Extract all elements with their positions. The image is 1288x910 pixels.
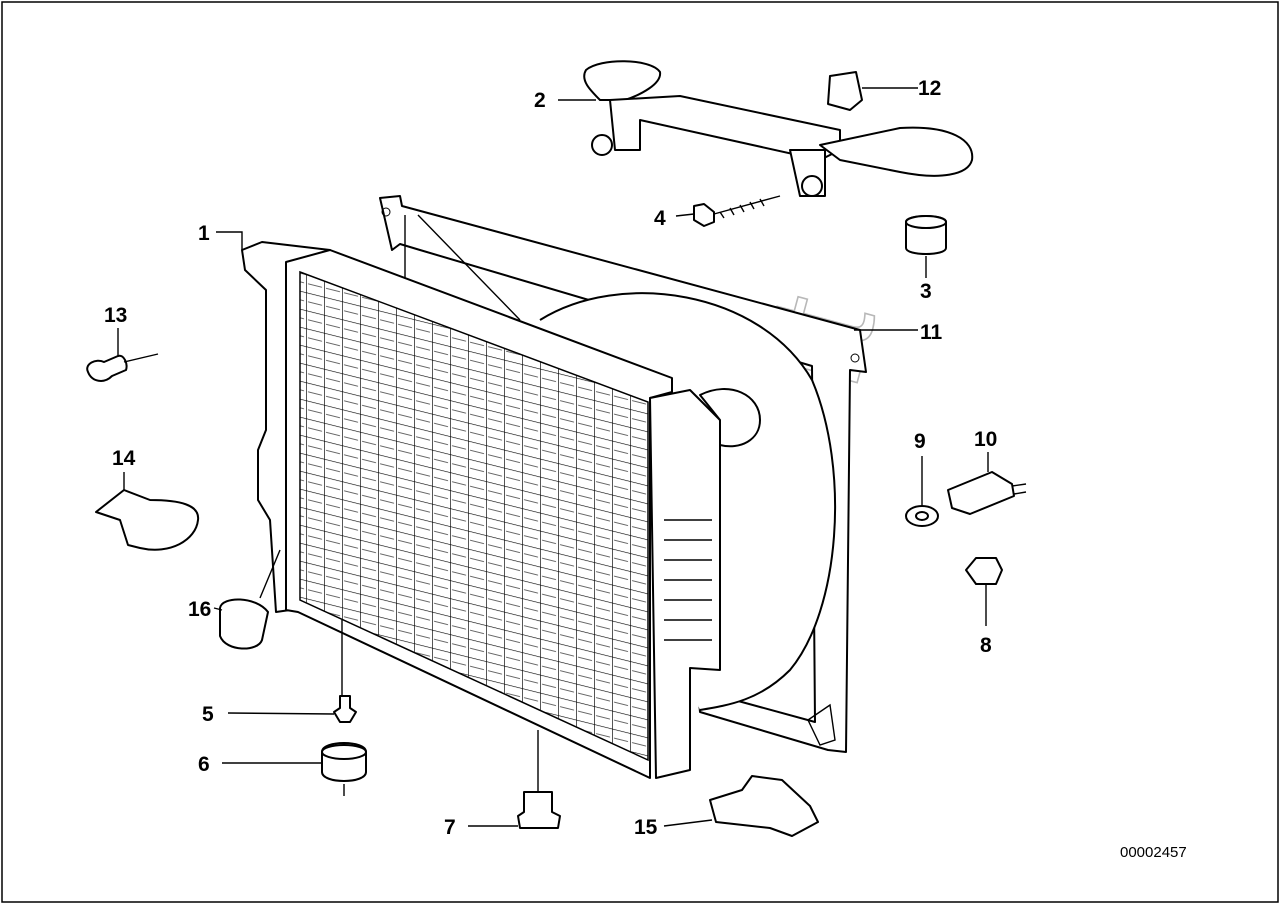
callout-9: 9 bbox=[914, 430, 926, 453]
grommet-6 bbox=[321, 742, 367, 782]
leader-lines bbox=[117, 87, 989, 827]
callout-7: 7 bbox=[444, 816, 456, 839]
callout-2: 2 bbox=[534, 89, 546, 112]
screw-plug-8 bbox=[965, 557, 1003, 585]
rivet-13 bbox=[86, 353, 159, 382]
temp-switch-10 bbox=[947, 471, 1027, 515]
upper-bracket bbox=[583, 60, 974, 197]
callout-3: 3 bbox=[920, 280, 932, 303]
drain-plug-7 bbox=[517, 791, 561, 829]
document-number: 00002457 bbox=[1120, 844, 1187, 861]
bolt-4 bbox=[693, 195, 781, 227]
callout-4: 4 bbox=[654, 207, 666, 230]
callout-14: 14 bbox=[112, 447, 136, 470]
rubber-mount-16 bbox=[219, 598, 269, 650]
callout-13: 13 bbox=[104, 304, 127, 327]
callout-8: 8 bbox=[980, 634, 992, 657]
bracket-14 bbox=[95, 489, 200, 551]
callout-11: 11 bbox=[920, 321, 943, 344]
bushing-3-top bbox=[905, 215, 947, 229]
callout-15: 15 bbox=[634, 816, 658, 839]
radiator bbox=[241, 241, 761, 779]
washer-9 bbox=[905, 505, 939, 527]
callout-5: 5 bbox=[202, 703, 214, 726]
pin-5 bbox=[333, 695, 357, 723]
callout-10: 10 bbox=[974, 428, 997, 451]
callouts: 1 2 3 4 5 6 7 8 9 10 11 12 13 14 15 16 bbox=[104, 77, 997, 839]
clip-12 bbox=[827, 71, 863, 111]
callout-16: 16 bbox=[188, 598, 211, 621]
callout-6: 6 bbox=[198, 753, 210, 776]
bracket-15 bbox=[709, 775, 819, 837]
callout-1: 1 bbox=[198, 222, 210, 245]
callout-12: 12 bbox=[918, 77, 941, 100]
